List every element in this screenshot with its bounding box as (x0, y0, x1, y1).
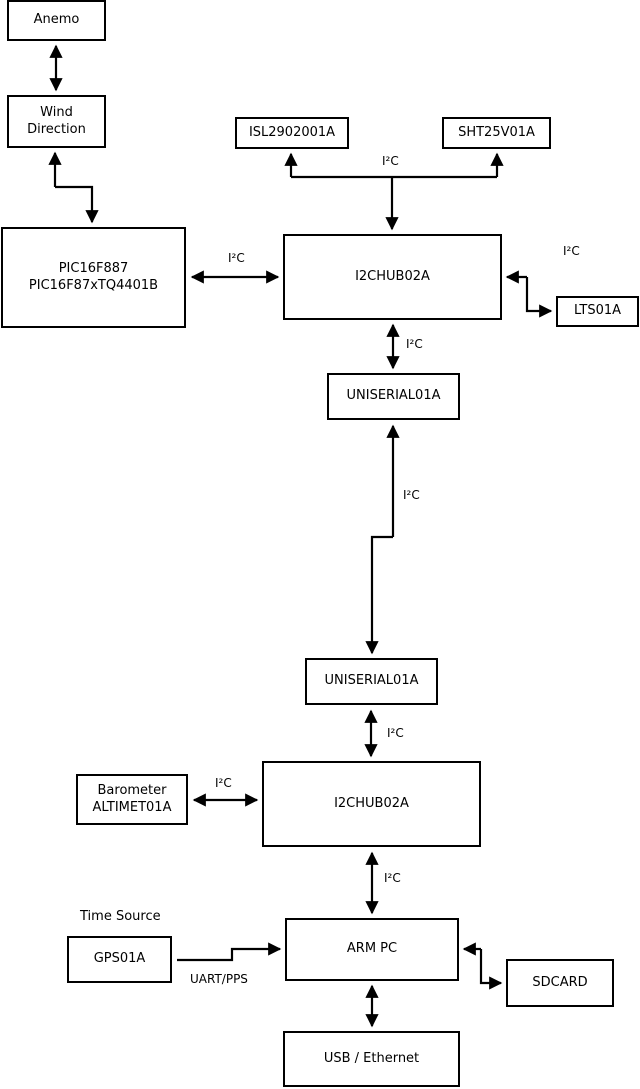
edge-label-i2c-hub-uniserial-upper: I²C (406, 337, 423, 351)
node-uniserial01a-lower[interactable]: UNISERIAL01A (305, 658, 438, 705)
node-lts01a[interactable]: LTS01A (556, 296, 639, 327)
node-sht25v01a[interactable]: SHT25V01A (442, 117, 551, 149)
node-uniserial01a-lower-label: UNISERIAL01A (324, 673, 419, 689)
edge-label-uart-pps: UART/PPS (190, 972, 248, 986)
node-i2chub02a-bottom[interactable]: I2CHUB02A (262, 761, 481, 847)
node-gps01a[interactable]: GPS01A (67, 936, 172, 983)
node-i2chub02a-top[interactable]: I2CHUB02A (283, 234, 502, 320)
edge-label-i2c-hub-armpc: I²C (384, 871, 401, 885)
edge-gps-armpc (177, 942, 282, 962)
node-pic-mcu-label: PIC16F887 PIC16F87xTQ4401B (28, 261, 159, 293)
node-wind-direction-label: Wind Direction (27, 105, 86, 137)
node-i2chub02a-top-label: I2CHUB02A (355, 268, 430, 284)
node-gps01a-label: GPS01A (93, 951, 146, 967)
edge-label-i2c-uniserial-link: I²C (403, 488, 420, 502)
node-i2chub02a-bottom-label: I2CHUB02A (334, 795, 409, 811)
edge-label-i2c-bus-top: I²C (382, 154, 399, 168)
node-sht25v01a-label: SHT25V01A (458, 124, 535, 140)
edge-wind-pic-jog (55, 185, 99, 224)
node-barometer-altimet01a-label: Barometer ALTIMET01A (92, 783, 172, 815)
edge-armpc-to-sdcard (479, 949, 503, 990)
node-arm-pc-label: ARM PC (346, 941, 398, 957)
node-pic-mcu[interactable]: PIC16F887 PIC16F87xTQ4401B (1, 227, 186, 328)
node-sdcard-label: SDCARD (532, 974, 588, 990)
node-anemo[interactable]: Anemo (7, 0, 106, 41)
node-wind-direction[interactable]: Wind Direction (7, 95, 106, 148)
node-lts01a-label: LTS01A (573, 303, 622, 319)
edge-label-i2c-barometer-hub: I²C (215, 776, 232, 790)
node-uniserial01a-upper[interactable]: UNISERIAL01A (327, 373, 460, 420)
edge-label-i2c-uniserial-lower-hub: I²C (387, 726, 404, 740)
edge-label-i2c-hub-lts: I²C (563, 244, 580, 258)
edge-uniserial-link-jog (365, 535, 393, 655)
node-arm-pc[interactable]: ARM PC (285, 918, 459, 981)
node-usb-ethernet[interactable]: USB / Ethernet (283, 1031, 460, 1087)
node-sdcard[interactable]: SDCARD (506, 959, 614, 1007)
node-barometer-altimet01a[interactable]: Barometer ALTIMET01A (76, 774, 188, 825)
node-anemo-label: Anemo (33, 12, 80, 28)
node-isl2902001a-label: ISL2902001A (248, 124, 336, 140)
edge-hub-to-lts (525, 277, 553, 318)
node-uniserial01a-upper-label: UNISERIAL01A (346, 388, 441, 404)
label-time-source: Time Source (80, 909, 161, 924)
edge-label-i2c-pic-hub: I²C (228, 251, 245, 265)
node-usb-ethernet-label: USB / Ethernet (323, 1050, 420, 1066)
node-isl2902001a[interactable]: ISL2902001A (235, 117, 349, 149)
